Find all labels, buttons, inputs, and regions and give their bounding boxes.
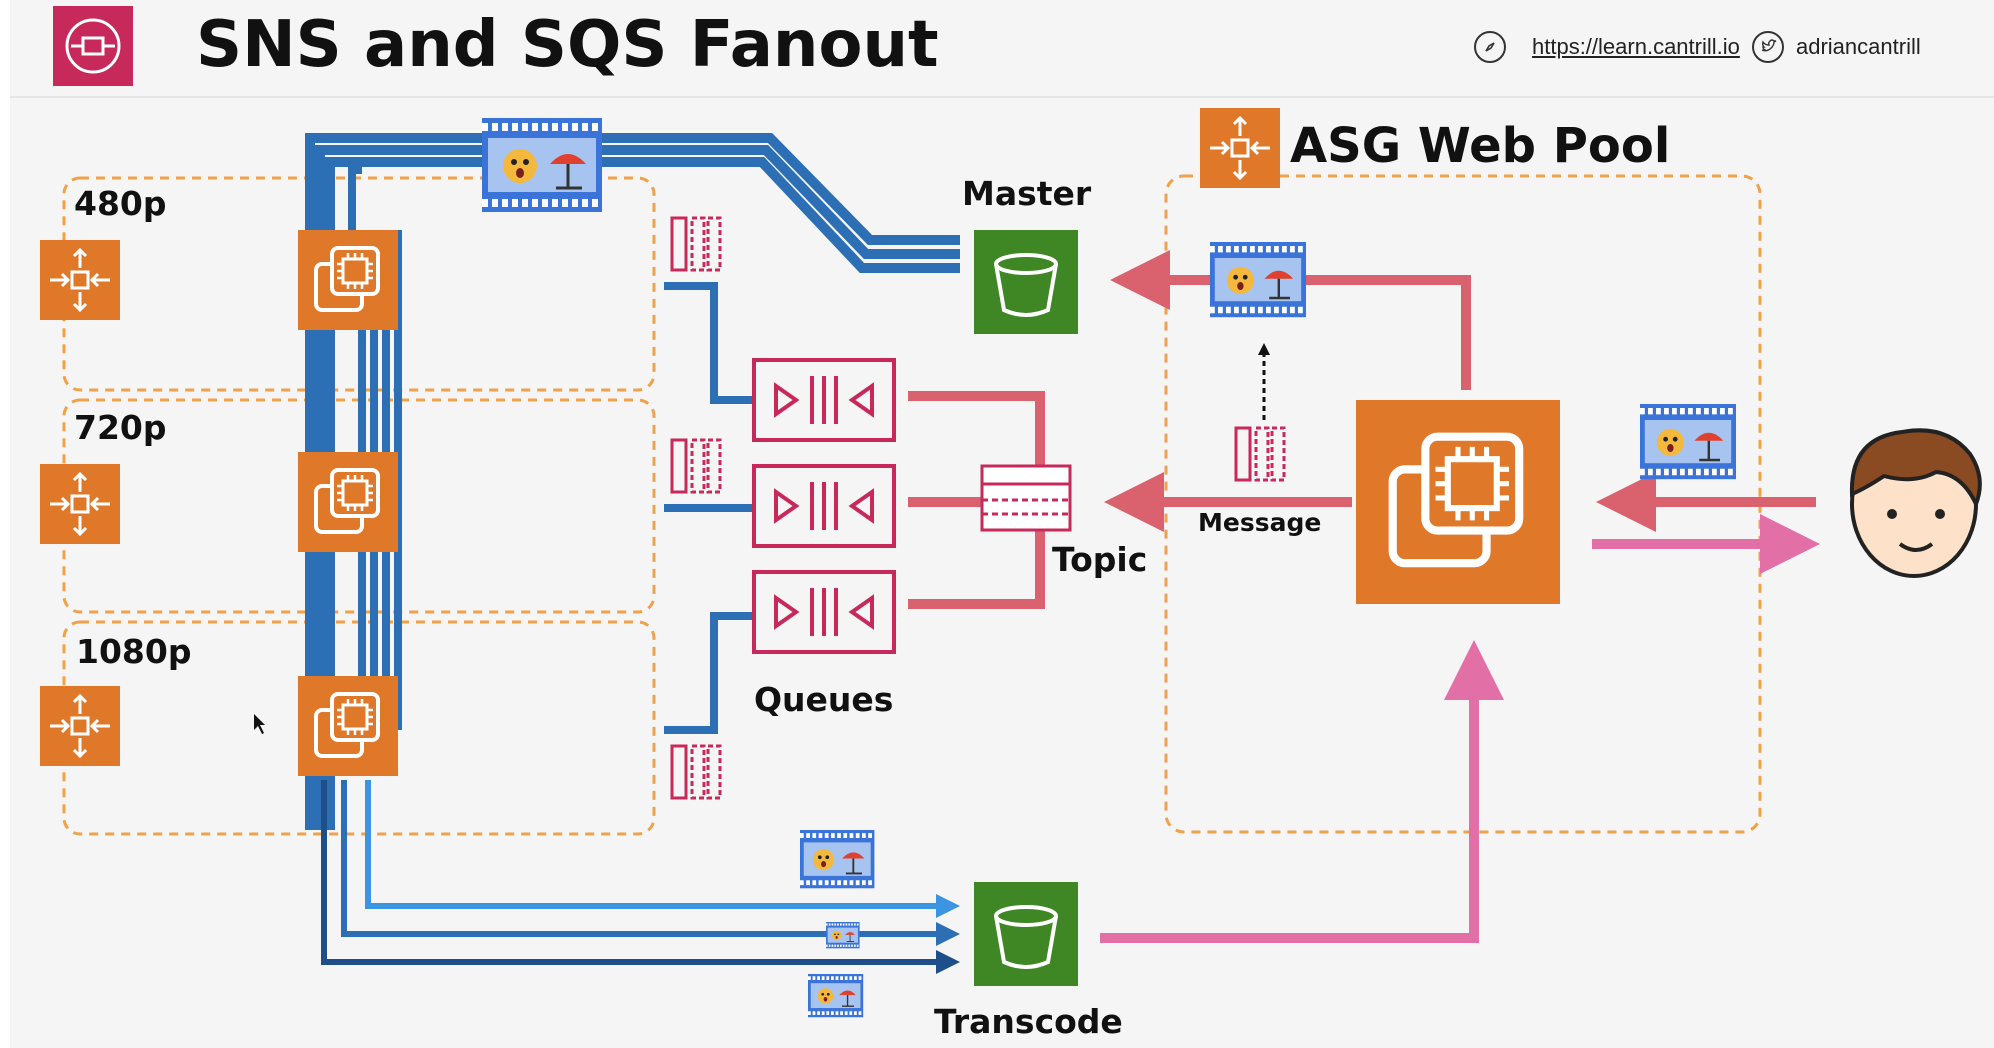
transcode-bucket-icon: [972, 880, 1080, 988]
video-icon-master: [1210, 242, 1306, 317]
message-icon-web: [1234, 426, 1286, 482]
topic-icon: [980, 464, 1072, 532]
course-link[interactable]: https://learn.cantrill.io: [1532, 34, 1740, 59]
output-1080-flow: [365, 780, 960, 918]
cursor-icon: [254, 714, 265, 734]
output-720-flow: [341, 780, 960, 946]
twitter-handle[interactable]: adriancantrill: [1796, 34, 1921, 59]
transcode-label: Transcode: [934, 1002, 1123, 1041]
asg-web-pool-label: ASG Web Pool: [1290, 118, 1671, 174]
tier-480-label: 480p: [74, 184, 167, 223]
master-bucket-icon: [972, 228, 1080, 336]
master-label: Master: [962, 174, 1092, 213]
video-icon-user: [1640, 404, 1736, 479]
message-icon-720: [670, 438, 722, 494]
header-divider: [10, 96, 1994, 98]
asg-icon-480: [38, 238, 122, 322]
transcode-to-web-flow: [1100, 640, 1504, 943]
twitter-icon: [1752, 31, 1784, 63]
message-icon-1080: [670, 744, 722, 800]
asg-icon-720: [38, 462, 122, 546]
asg-web-pool-icon: [1198, 106, 1282, 190]
user-face-icon: [1849, 428, 1982, 578]
worker-instance-1080: [296, 674, 400, 778]
slide: SNS and SQS Fanout https://learn.cantril…: [10, 0, 1994, 1048]
output-480-flow: [321, 780, 960, 974]
message-label: Message: [1198, 508, 1322, 537]
queue-icon-3: [752, 570, 896, 654]
asg-icon-1080: [38, 684, 122, 768]
queues-label: Queues: [754, 680, 894, 719]
compass-icon: [1474, 31, 1506, 63]
queue-icon-2: [752, 464, 896, 548]
worker-instance-480: [296, 228, 400, 332]
architecture-diagram: [38, 6, 1982, 1020]
worker-instance-720: [296, 450, 400, 554]
tier-1080-label: 1080p: [76, 632, 192, 671]
topic-label: Topic: [1052, 540, 1148, 579]
video-icon-480: [806, 972, 866, 1020]
web-instance: [1356, 400, 1560, 604]
sns-icon: [53, 6, 133, 86]
queue-icon-1: [752, 358, 896, 442]
video-icon-1080: [800, 830, 874, 888]
tier-720-label: 720p: [74, 408, 167, 447]
video-icon-top: [482, 118, 602, 212]
video-icon-720: [824, 920, 861, 950]
page-title: SNS and SQS Fanout: [196, 8, 939, 82]
message-icon-480: [670, 216, 722, 272]
